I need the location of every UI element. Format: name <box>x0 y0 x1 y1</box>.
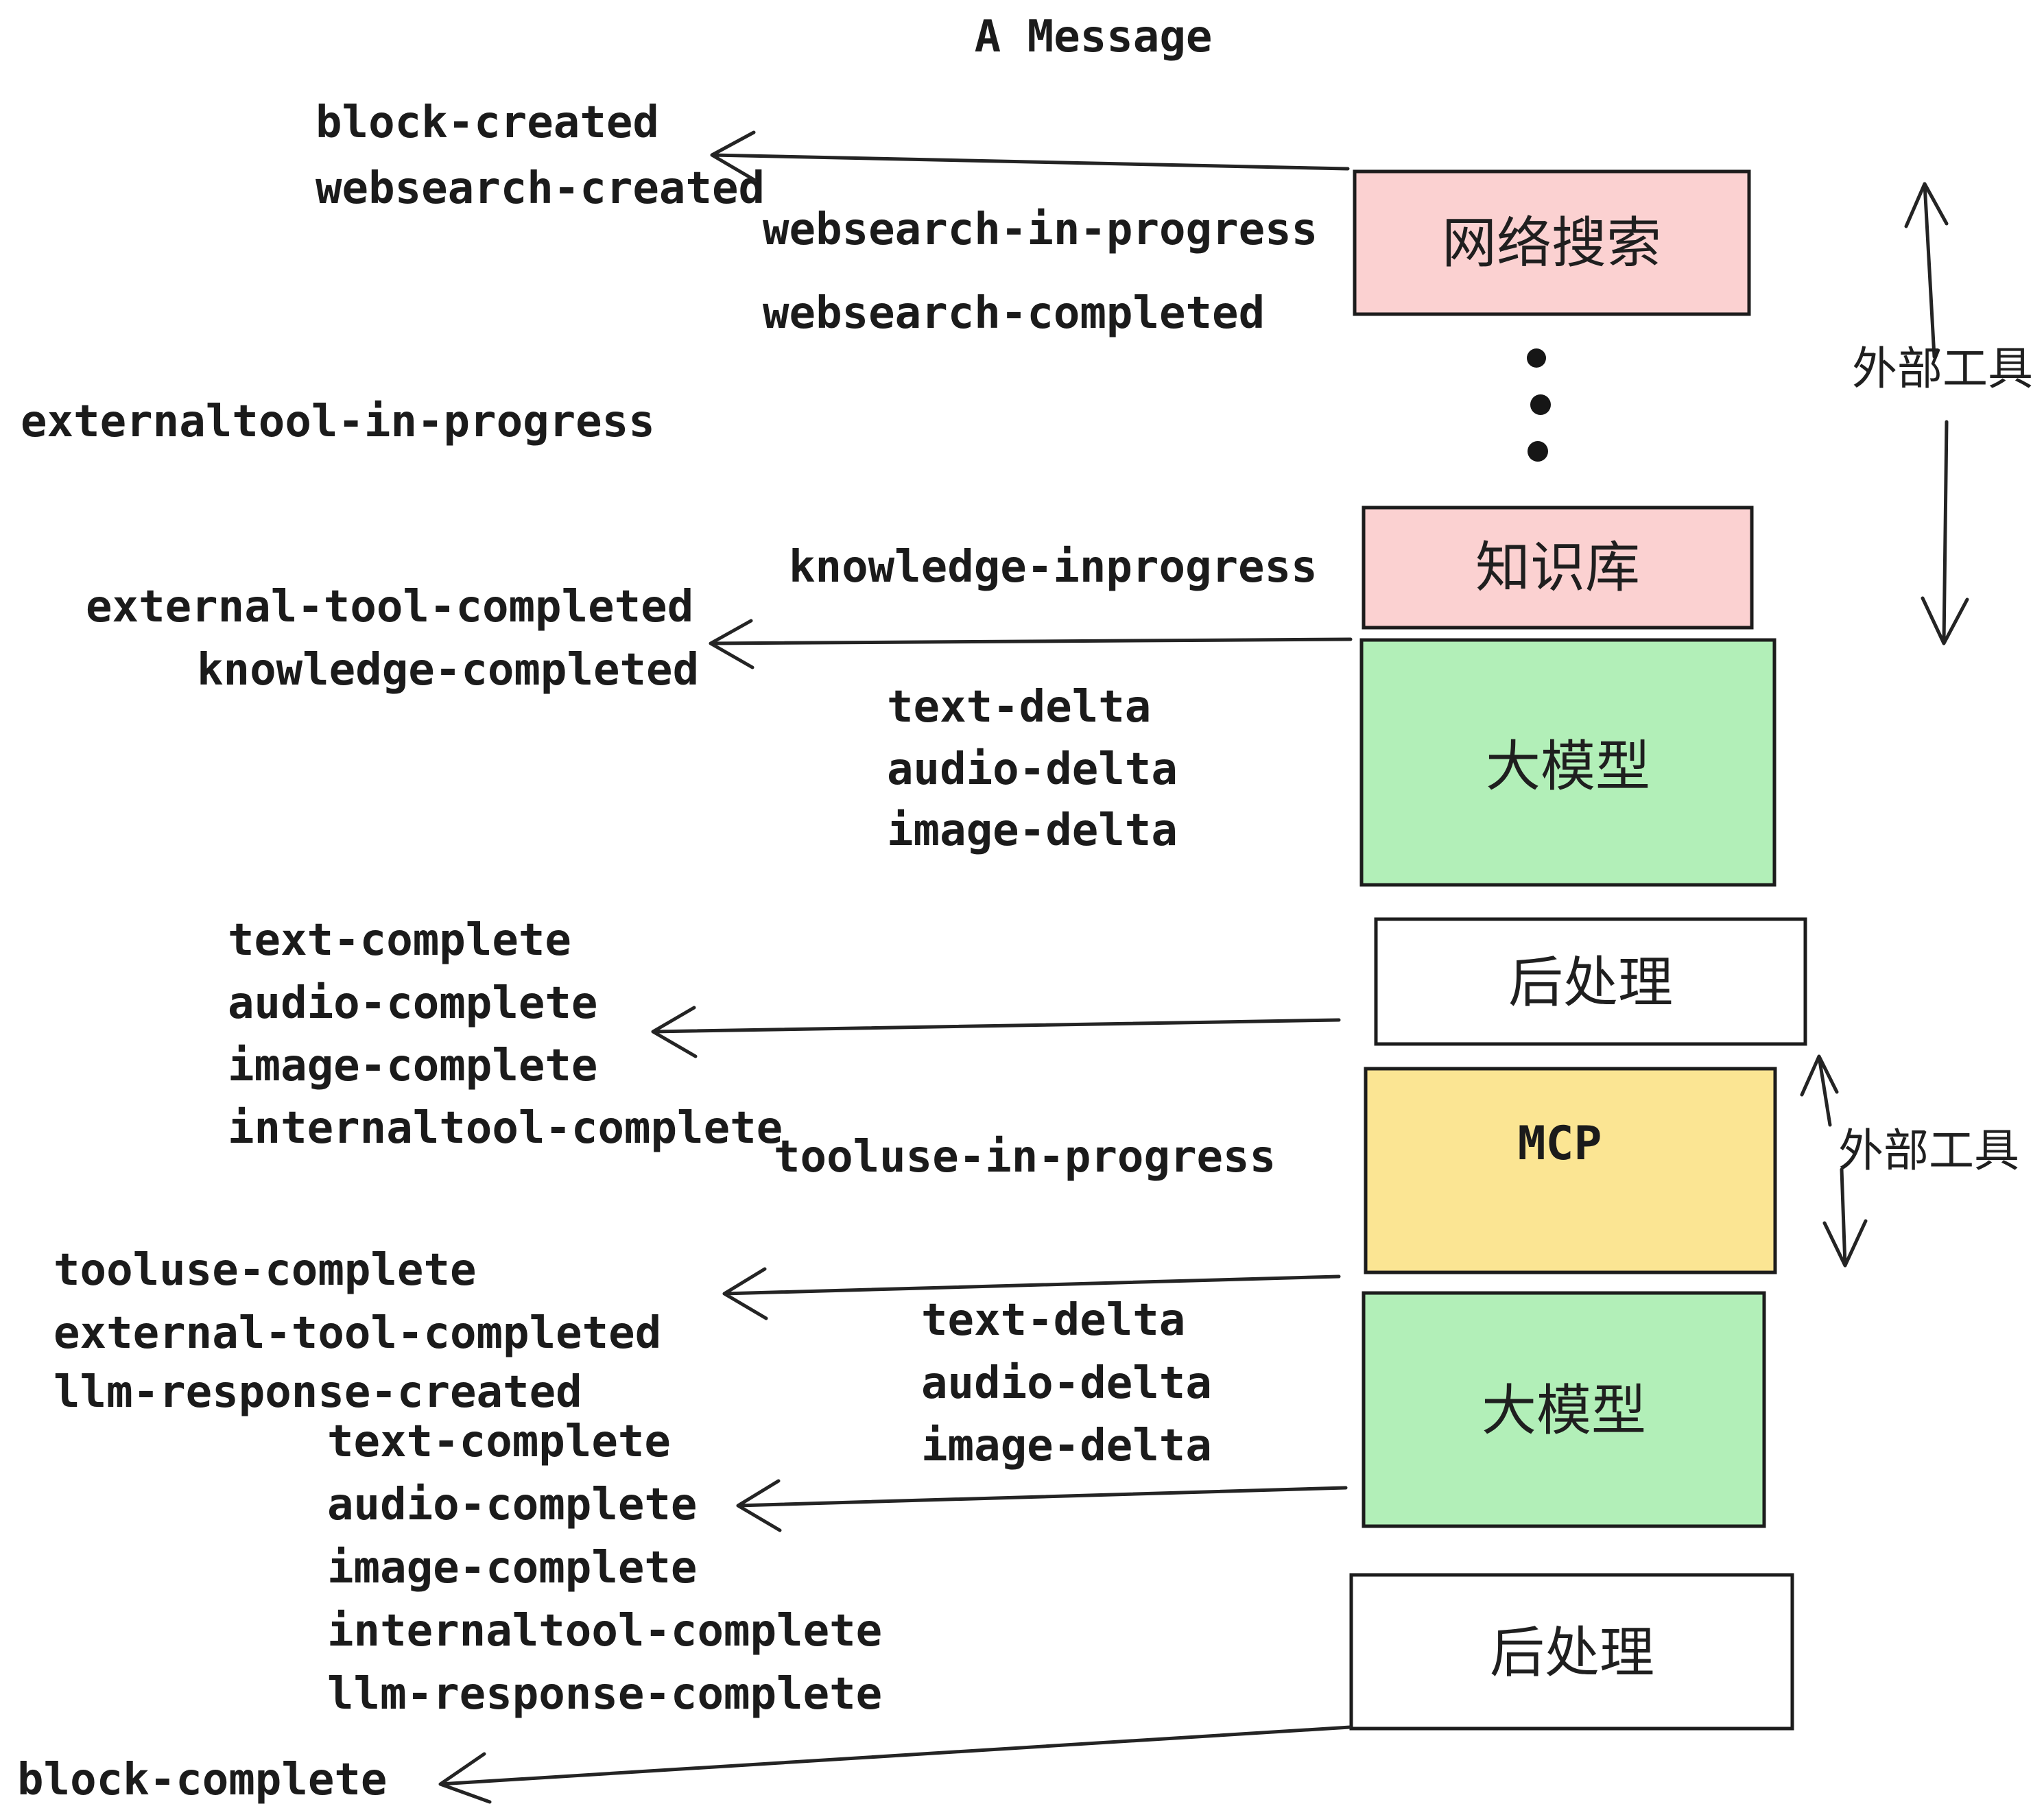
event-image-complete-2: image-complete <box>327 1543 697 1593</box>
event-image-delta-2: image-delta <box>921 1421 1212 1471</box>
arrow-knowledge-to-knowledge-completed <box>709 619 1353 669</box>
diagram-title: A Message <box>975 12 1213 62</box>
llm-node-1: 大模型 <box>1359 638 1776 887</box>
llm-box-1-label: 大模型 <box>1486 735 1650 798</box>
postprocess-box-2 <box>1349 1573 1794 1731</box>
event-audio-complete-1: audio-complete <box>228 978 597 1029</box>
postprocess-node-1: 后处理 <box>1374 917 1807 1046</box>
event-internaltool-complete-1: internaltool-complete <box>228 1103 783 1154</box>
event-labels: block-created websearch-created websearc… <box>17 97 1318 1804</box>
emission-arrows <box>438 130 1353 1804</box>
event-text-complete-2: text-complete <box>327 1416 671 1467</box>
dot-3 <box>1528 441 1548 462</box>
llm-box-2 <box>1362 1291 1766 1528</box>
event-tooluse-in-progress: tooluse-in-progress <box>774 1132 1276 1183</box>
mcp-box <box>1364 1067 1777 1274</box>
event-websearch-completed: websearch-completed <box>763 288 1265 339</box>
external-tools-annotation-top: 外部工具 <box>1852 182 2033 645</box>
event-block-created: block-created <box>316 97 659 148</box>
event-externaltool-in-progress: externaltool-in-progress <box>21 396 655 447</box>
websearch-box <box>1353 169 1751 316</box>
knowledge-node: 知识库 <box>1362 506 1754 630</box>
websearch-box-label: 网络搜索 <box>1442 211 1661 275</box>
arrow-postprocess-to-block-complete <box>438 1725 1352 1804</box>
postprocess-box-1-label: 后处理 <box>1508 951 1673 1014</box>
event-image-delta-1: image-delta <box>887 805 1178 856</box>
mcp-node: MCP <box>1364 1067 1777 1274</box>
event-external-tool-completed-2: external-tool-completed <box>54 1308 661 1359</box>
event-tooluse-complete: tooluse-complete <box>54 1245 477 1296</box>
arrow-llm-to-audio-complete <box>736 1479 1348 1532</box>
event-internaltool-complete-2: internaltool-complete <box>327 1606 882 1657</box>
event-external-tool-completed-1: external-tool-completed <box>86 582 693 632</box>
llm-node-2: 大模型 <box>1362 1291 1766 1528</box>
dot-1 <box>1527 348 1546 368</box>
external-tools-annotation-mcp: 外部工具 <box>1800 1054 2019 1268</box>
external-tools-down-arrow-mcp <box>1822 1167 1868 1268</box>
external-tools-down-arrow-top <box>1921 420 1969 645</box>
event-text-delta-1: text-delta <box>887 682 1151 733</box>
postprocess-box-1 <box>1374 917 1807 1046</box>
websearch-node: 网络搜索 <box>1353 169 1751 316</box>
event-llm-response-created: llm-response-created <box>54 1367 582 1418</box>
event-knowledge-inprogress: knowledge-inprogress <box>789 542 1318 593</box>
arrow-mcp-to-tooluse-complete <box>722 1267 1341 1320</box>
event-audio-delta-2: audio-delta <box>921 1358 1212 1409</box>
event-audio-complete-2: audio-complete <box>327 1480 697 1530</box>
knowledge-box-label: 知识库 <box>1475 536 1640 600</box>
event-image-complete-1: image-complete <box>228 1041 597 1091</box>
event-llm-response-complete: llm-response-complete <box>327 1669 882 1720</box>
external-tools-label-top: 外部工具 <box>1852 342 2033 395</box>
event-text-complete-1: text-complete <box>228 915 571 966</box>
knowledge-box <box>1362 506 1754 630</box>
event-knowledge-completed: knowledge-completed <box>197 645 699 696</box>
external-tools-up-arrow-top <box>1904 182 1949 359</box>
arrow-postprocess-to-image-complete <box>651 1006 1341 1058</box>
external-tools-up-arrow-mcp <box>1800 1054 1839 1127</box>
llm-box-2-label: 大模型 <box>1482 1379 1646 1443</box>
external-tools-label-mcp: 外部工具 <box>1838 1124 2019 1177</box>
event-block-complete: block-complete <box>17 1755 387 1804</box>
pipeline-boxes: 网络搜索 知识库 大模型 后处理 MCP 大模型 <box>1349 169 1807 1731</box>
arrow-websearch-to-block-created <box>710 130 1350 182</box>
event-websearch-in-progress: websearch-in-progress <box>763 204 1318 255</box>
ellipsis-dots <box>1527 348 1551 462</box>
postprocess-node-2: 后处理 <box>1349 1573 1794 1731</box>
dot-2 <box>1530 394 1551 415</box>
llm-box-1 <box>1359 638 1776 887</box>
event-audio-delta-1: audio-delta <box>887 744 1178 795</box>
mcp-box-label: MCP <box>1518 1117 1602 1171</box>
postprocess-box-2-label: 后处理 <box>1490 1621 1654 1685</box>
event-text-delta-2: text-delta <box>921 1295 1185 1346</box>
event-websearch-created: websearch-created <box>316 163 765 214</box>
